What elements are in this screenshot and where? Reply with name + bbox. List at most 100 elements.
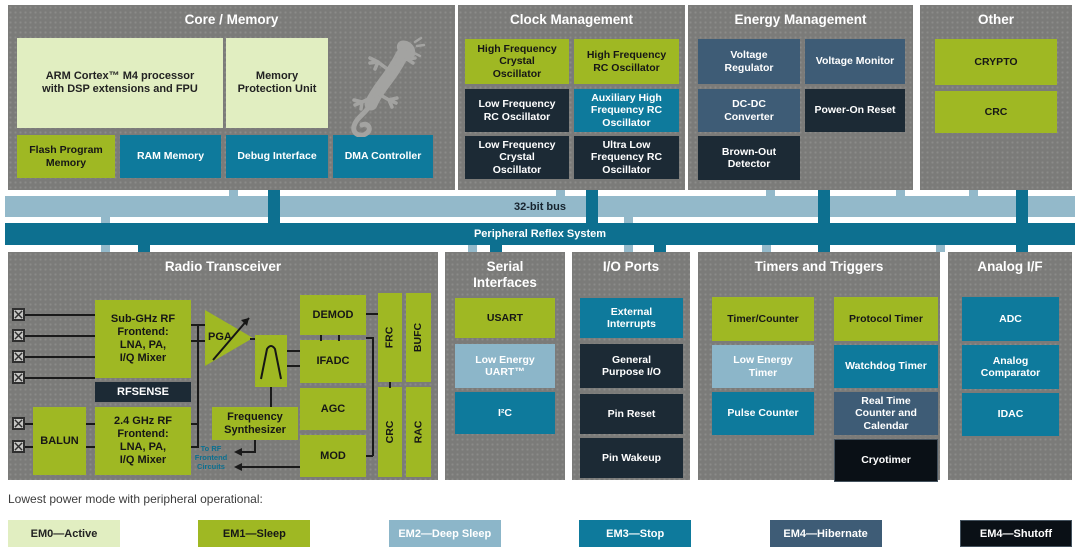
- section-title: Timers and Triggers: [754, 259, 884, 274]
- legend-em4-shutoff: EM4—Shutoff: [959, 520, 1072, 547]
- wire: [197, 324, 199, 448]
- bus-connector: [762, 245, 771, 252]
- bus-peripheral-reflex-system: Peripheral Reflex System: [5, 223, 1075, 245]
- block-low-energy-uart: Low Energy UART™: [455, 344, 555, 388]
- wire: [287, 365, 300, 367]
- block-timer-counter: Timer/Counter: [712, 297, 814, 341]
- block-power-on-reset: Power-On Reset: [805, 89, 905, 132]
- block-subghz-rf-frontend: Sub-GHz RF Frontend: LNA, PA, I/Q Mixer: [95, 300, 191, 378]
- block-frc: FRC: [378, 293, 402, 382]
- legend-em4-hibernate: EM4—Hibernate: [769, 520, 882, 547]
- section-analog-if: Analog I/F ADC Analog Comparator IDAC: [948, 252, 1072, 480]
- legend-em3-stop: EM3—Stop: [579, 520, 692, 547]
- block-watchdog-timer: Watchdog Timer: [834, 345, 938, 388]
- wire: [372, 337, 374, 456]
- block-lf-crystal-oscillator: Low Frequency Crystal Oscillator: [465, 136, 569, 179]
- block-real-time-counter-calendar: Real Time Counter and Calendar: [834, 392, 938, 435]
- block-rfsense: RFSENSE: [95, 382, 191, 402]
- block-lf-rc-oscillator: Low Frequency RC Oscillator: [465, 89, 569, 132]
- wire: [320, 335, 322, 341]
- block-ifadc: IFADC: [300, 340, 366, 383]
- wire: [25, 335, 95, 337]
- block-hf-crystal-oscillator: High Frequency Crystal Oscillator: [465, 39, 569, 84]
- block-rac: RAC: [406, 387, 431, 477]
- section-title: Other: [977, 12, 1014, 27]
- legend-caption: Lowest power mode with peripheral operat…: [8, 492, 263, 506]
- block-ram-memory: RAM Memory: [120, 135, 221, 178]
- bus-connector: [468, 245, 477, 252]
- bus-connector: [229, 190, 238, 197]
- block-debug-interface: Debug Interface: [226, 135, 328, 178]
- bus-connector: [138, 245, 150, 252]
- bus-connector: [624, 245, 633, 252]
- arrow-left-icon: [234, 463, 242, 471]
- block-bufc: BUFC: [406, 293, 431, 382]
- bus-connector: [766, 190, 775, 197]
- block-analog-comparator: Analog Comparator: [962, 345, 1059, 389]
- section-radio-transceiver: Radio Transceiver Sub-GHz RF Frontend: L…: [8, 252, 438, 480]
- wire: [287, 350, 300, 352]
- bus-connector: [101, 217, 110, 223]
- section-title: I/O Ports: [602, 259, 660, 274]
- bus-connector: [268, 190, 280, 224]
- section-core-memory: Core / Memory ARM Cortex™ M4 processor w…: [8, 5, 455, 190]
- block-balun: BALUN: [33, 407, 86, 475]
- block-crypto: CRYPTO: [935, 39, 1057, 85]
- bus-32bit: 32-bit bus: [5, 196, 1075, 217]
- block-aux-hf-rc-oscillator: Auxiliary High Frequency RC Oscillator: [574, 89, 679, 132]
- wire: [366, 455, 373, 457]
- block-i2c: I²C: [455, 392, 555, 434]
- block-mod: MOD: [300, 435, 366, 477]
- bus-connector: [1016, 190, 1028, 224]
- block-cryotimer: Cryotimer: [834, 439, 938, 482]
- block-external-interrupts: External Interrupts: [580, 298, 683, 338]
- bus-connector: [818, 190, 830, 224]
- block-demod: DEMOD: [300, 295, 366, 335]
- section-title: Energy Management: [734, 12, 867, 27]
- block-pin-wakeup: Pin Wakeup: [580, 438, 683, 478]
- bus-connector: [586, 190, 598, 224]
- block-agc: AGC: [300, 388, 366, 430]
- section-serial-interfaces: Serial Interfaces USART Low Energy UART™…: [445, 252, 565, 480]
- bus-prs-label: Peripheral Reflex System: [473, 228, 607, 240]
- section-energy-management: Energy Management Voltage Regulator Volt…: [688, 5, 913, 190]
- block-24ghz-rf-frontend: 2.4 GHz RF Frontend: LNA, PA, I/Q Mixer: [95, 407, 191, 475]
- block-dma-controller: DMA Controller: [333, 135, 433, 178]
- block-adc: ADC: [962, 297, 1059, 341]
- bandpass-filter-icon: [255, 335, 287, 387]
- bus-connector: [654, 245, 666, 252]
- bus-connector: [101, 245, 110, 252]
- wire: [241, 451, 256, 453]
- section-title: Radio Transceiver: [164, 259, 282, 274]
- wire: [25, 446, 33, 448]
- block-pulse-counter: Pulse Counter: [712, 392, 814, 435]
- wire: [25, 423, 33, 425]
- bus-32bit-label: 32-bit bus: [514, 200, 566, 213]
- legend-em2-deep-sleep: EM2—Deep Sleep: [388, 520, 501, 547]
- antenna-pin-icon: [12, 371, 25, 384]
- pga-amplifier-icon: [205, 310, 253, 366]
- block-idac: IDAC: [962, 393, 1059, 436]
- section-title: Analog I/F: [977, 259, 1043, 274]
- legend-em0-active: EM0—Active: [8, 520, 120, 547]
- section-io-ports: I/O Ports External Interrupts General Pu…: [572, 252, 690, 480]
- block-arm-cortex-m4: ARM Cortex™ M4 processor with DSP extens…: [17, 38, 223, 128]
- bus-connector: [624, 217, 633, 223]
- block-memory-protection-unit: Memory Protection Unit: [226, 38, 328, 128]
- block-dcdc-converter: DC-DC Converter: [698, 89, 800, 132]
- bus-connector: [490, 245, 502, 252]
- block-crc: CRC: [935, 91, 1057, 133]
- block-voltage-monitor: Voltage Monitor: [805, 39, 905, 84]
- bus-connector: [556, 190, 565, 197]
- block-ulf-rc-oscillator: Ultra Low Frequency RC Oscillator: [574, 136, 679, 179]
- block-brown-out-detector: Brown-Out Detector: [698, 136, 800, 180]
- arrow-left-icon: [234, 448, 242, 456]
- section-other: Other CRYPTO CRC: [920, 5, 1072, 190]
- wire: [86, 423, 95, 425]
- wire: [254, 440, 256, 452]
- section-title: Core / Memory: [184, 12, 279, 27]
- antenna-pin-icon: [12, 350, 25, 363]
- block-hf-rc-oscillator: High Frequency RC Oscillator: [574, 39, 679, 84]
- wire: [86, 446, 95, 448]
- antenna-pin-icon: [12, 440, 25, 453]
